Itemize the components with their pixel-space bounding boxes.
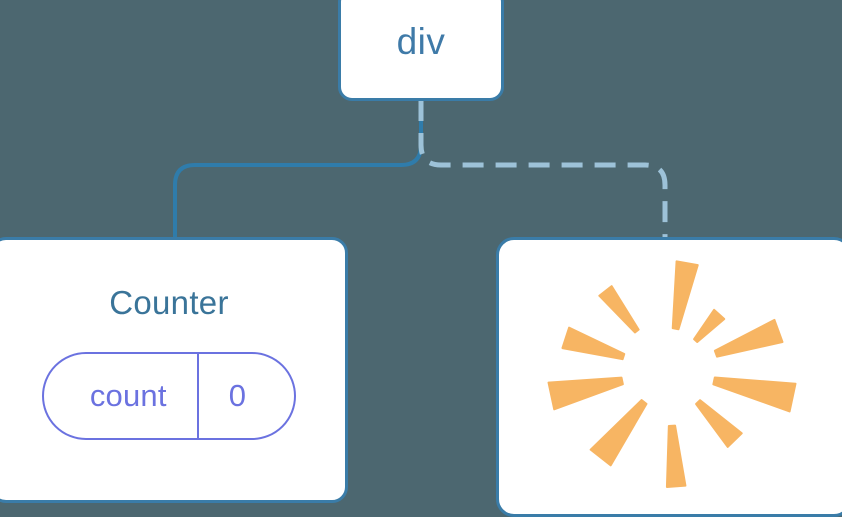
spinner-burst-icon	[547, 260, 797, 488]
state-pill-count[interactable]: count 0	[41, 352, 297, 440]
node-pending[interactable]	[496, 237, 842, 517]
spinner-ray-6	[589, 399, 648, 467]
node-div-label: div	[396, 21, 446, 62]
state-pill-value: 0	[228, 378, 247, 413]
node-div[interactable]: div	[338, 0, 504, 101]
spinner-ray-2	[713, 318, 784, 358]
state-pill-divider	[196, 354, 199, 438]
spinner-ray-9	[598, 285, 640, 334]
connector-layer	[173, 98, 668, 242]
edge-root-to-pending	[418, 100, 668, 240]
spinner-ray-1	[693, 308, 726, 344]
spinner-ray-0	[671, 260, 699, 331]
node-counter[interactable]: Counter count 0	[0, 237, 348, 503]
spinner-ray-7	[547, 376, 624, 411]
spinner-ray-5	[665, 424, 687, 488]
state-pill-key: count	[89, 378, 167, 413]
spinner-ray-3	[712, 376, 797, 413]
edge-root-to-counter	[173, 98, 423, 242]
spinner-ray-8	[561, 326, 626, 361]
spinner-ray-4	[695, 399, 743, 448]
node-counter-label: Counter	[109, 284, 229, 321]
